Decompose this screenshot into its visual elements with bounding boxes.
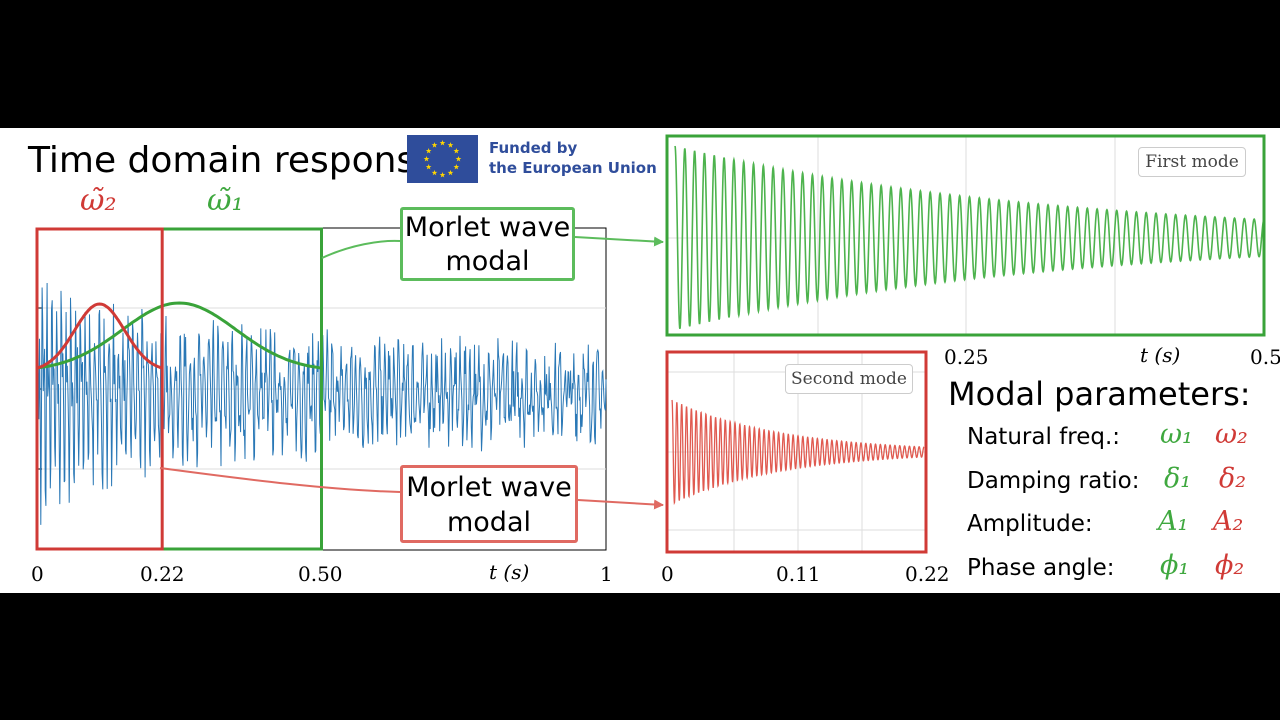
- param-delta1: δ₁: [1164, 463, 1192, 494]
- connector-top-in: [321, 239, 401, 259]
- second-xtick-011: 0.11: [776, 562, 821, 586]
- second-mode-frame: [665, 350, 928, 554]
- eu-star: [431, 169, 438, 176]
- connector-bottom-in: [159, 467, 401, 493]
- second-mode-legend: Second mode: [785, 364, 913, 394]
- param-a1: A₁: [1158, 506, 1189, 537]
- callout-bottom-line2: modal: [446, 507, 531, 538]
- eu-star: [447, 169, 454, 176]
- main-xtick-1: 1: [600, 562, 613, 586]
- eu-star: [439, 140, 446, 146]
- param-label-damping: Damping ratio:: [967, 468, 1140, 494]
- param-phi1: ϕ₁: [1160, 550, 1190, 581]
- morlet-window-mode1: [36, 301, 322, 370]
- callout-top-box: Morlet wave modal: [400, 207, 575, 281]
- eu-funded-line1: Funded by: [489, 139, 578, 157]
- callout-bottom-line1: Morlet wave: [406, 472, 572, 503]
- eu-funded-line2: the European Union: [489, 159, 657, 177]
- param-a2: A₂: [1213, 506, 1244, 537]
- param-omega1: ω₁: [1160, 419, 1193, 450]
- eu-star: [423, 156, 430, 162]
- eu-flag-logo: [407, 135, 478, 183]
- main-xtick-022: 0.22: [140, 562, 185, 586]
- callout-connectors: [159, 236, 664, 510]
- eu-star: [431, 142, 438, 148]
- first-mode-frame: [665, 134, 1266, 337]
- first-mode-line: [674, 145, 1265, 329]
- main-xlabel: t (s): [489, 560, 530, 584]
- omega1-tilde-label: ω̃₁: [207, 183, 244, 218]
- eu-star: [453, 148, 460, 154]
- eu-star: [425, 148, 432, 154]
- eu-star: [439, 172, 446, 178]
- modal-parameters-heading: Modal parameters:: [948, 375, 1251, 413]
- morlet-window-mode2: [36, 302, 163, 370]
- callout-top-line1: Morlet wave: [404, 212, 571, 243]
- eu-star: [455, 156, 462, 162]
- first-xtick-05: 0.5: [1250, 345, 1280, 369]
- first-xlabel: t (s): [1140, 343, 1181, 367]
- connector-bottom-out: [577, 499, 664, 510]
- eu-star: [447, 142, 454, 148]
- param-label-natural-freq: Natural freq.:: [967, 424, 1121, 450]
- second-xtick-022: 0.22: [905, 562, 950, 586]
- param-label-amplitude: Amplitude:: [967, 511, 1093, 537]
- first-xtick-025: 0.25: [944, 345, 989, 369]
- first-mode-legend: First mode: [1138, 147, 1246, 177]
- eu-star: [453, 164, 460, 170]
- connector-top-out: [574, 236, 664, 247]
- main-xtick-050: 0.50: [298, 562, 343, 586]
- second-xtick-0: 0: [661, 562, 674, 586]
- param-phi2: ϕ₂: [1215, 550, 1245, 581]
- param-label-phase: Phase angle:: [967, 555, 1115, 581]
- eu-stars-icon: [423, 140, 462, 178]
- page-title: Time domain response:: [28, 140, 450, 181]
- second-mode-line: [671, 399, 925, 506]
- mode2-window-box: [35, 227, 164, 551]
- eu-star: [425, 164, 432, 170]
- callout-top-line2: modal: [445, 246, 530, 277]
- param-delta2: δ₂: [1219, 463, 1247, 494]
- callout-bottom-box: Morlet wave modal: [400, 465, 578, 543]
- main-xtick-0: 0: [31, 562, 44, 586]
- param-omega2: ω₂: [1215, 419, 1248, 450]
- omega2-tilde-label: ω̃₂: [80, 183, 117, 218]
